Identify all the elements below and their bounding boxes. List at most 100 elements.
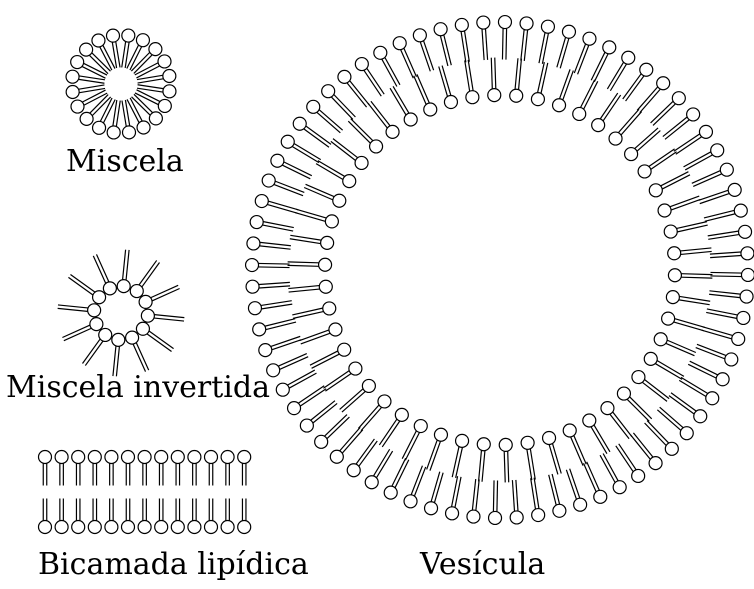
vesicle-outer-lipid: [510, 480, 523, 524]
lipid-tail: [331, 97, 352, 119]
lipid-tail: [581, 80, 595, 108]
bilayer-top-lipid: [55, 451, 68, 486]
lipid-head: [467, 510, 480, 523]
bilayer-top-lipid: [155, 451, 168, 486]
lipid-tail: [679, 380, 706, 396]
lipid-tail: [289, 373, 316, 388]
lipid-tail: [292, 308, 322, 315]
vesicle-inner-lipid: [295, 209, 338, 228]
lipid-tail: [259, 267, 290, 268]
lipid-head: [71, 100, 84, 113]
micelle-lipid: [107, 100, 120, 139]
vesicle-inner-lipid: [658, 196, 700, 217]
lipid-head: [711, 144, 724, 157]
lipid-tail: [688, 364, 716, 378]
lipid-tail: [635, 128, 658, 149]
lipid-tail: [122, 42, 126, 68]
lipid-tail: [455, 477, 461, 507]
micelle-label: Miscela: [66, 147, 184, 177]
lipid-tail: [306, 126, 331, 144]
vesicle-inner-lipid: [304, 184, 346, 207]
lipid-head: [573, 107, 586, 120]
vesicle-outer-lipid: [669, 393, 707, 423]
lipid-head: [456, 434, 469, 447]
lipid-tail: [79, 79, 105, 83]
vesicle-inner-lipid: [292, 302, 335, 318]
lipid-head: [325, 215, 338, 228]
lipid-tail: [289, 289, 320, 292]
lipid-tail: [600, 455, 615, 482]
lipid-tail: [519, 59, 522, 90]
lipid-tail: [260, 246, 291, 249]
lipid-head: [55, 451, 68, 464]
vesicle-outer-lipid: [467, 479, 480, 523]
vesicle-outer-lipid: [374, 46, 400, 86]
inverted-micelle-lipid: [117, 250, 130, 293]
lipid-head: [594, 490, 607, 503]
lipid-tail: [653, 104, 675, 125]
vesicle-outer-lipid: [631, 433, 662, 470]
inverted-micelle-lipid: [62, 318, 103, 341]
lipid-head: [93, 121, 106, 134]
lipid-head: [521, 436, 534, 449]
lipid-tail: [594, 54, 608, 82]
lipid-tail: [479, 451, 482, 482]
lipid-head: [322, 85, 335, 98]
lipid-head: [657, 77, 670, 90]
bilayer-top-lipid: [205, 451, 218, 486]
lipid-head: [123, 126, 136, 139]
vesicle-outer-lipid: [347, 439, 377, 477]
lipid-head: [583, 414, 596, 427]
vesicle-outer-lipid: [355, 58, 384, 97]
lipid-tail: [350, 81, 369, 105]
lipid-tail: [259, 286, 290, 288]
lipid-head: [66, 86, 79, 99]
vesicle: [246, 16, 754, 525]
lipid-tail: [512, 480, 514, 511]
lipid-tail: [259, 263, 290, 264]
bilayer-top-lipid: [88, 451, 101, 486]
vesicle-outer-lipid: [549, 474, 566, 517]
lipid-head: [105, 521, 118, 534]
lipid-tail: [392, 458, 406, 486]
lipid-head: [205, 451, 218, 464]
vesicle-outer-lipid: [704, 204, 747, 221]
lipid-head: [592, 119, 605, 132]
lipid-tail: [594, 425, 610, 452]
lipid-head: [281, 135, 294, 148]
vesicle-inner-lipid: [465, 60, 479, 104]
lipid-tail: [382, 421, 399, 447]
lipid-head: [255, 195, 268, 208]
lipid-tail: [504, 451, 505, 482]
lipid-head: [66, 70, 79, 83]
lipid-tail: [538, 62, 545, 92]
lipid-head: [489, 511, 502, 524]
lipid-head: [55, 521, 68, 534]
lipid-tail: [147, 334, 171, 352]
lipid-tail: [340, 427, 360, 450]
lipid-head: [644, 352, 657, 365]
lipid-tail: [674, 134, 700, 151]
bilayer-top-lipid: [238, 451, 251, 486]
lipid-tail: [155, 315, 185, 318]
lipid-tail: [452, 447, 459, 477]
lipid-tail: [347, 83, 366, 107]
lipid-head: [105, 451, 118, 464]
lipid-tail: [647, 421, 668, 443]
lipid-tail: [681, 277, 712, 278]
lipid-tail: [402, 431, 416, 459]
vesicle-outer-lipid: [293, 117, 331, 147]
lipid-tail: [674, 322, 704, 331]
lipid-head: [716, 373, 729, 386]
lipid-tail: [377, 451, 393, 478]
bilayer-top-lipid: [39, 451, 52, 486]
lipid-head: [288, 402, 301, 415]
lipid-tail: [390, 88, 406, 115]
lipid-tail: [263, 222, 293, 228]
lipid-head: [741, 247, 754, 260]
lipid-tail: [684, 152, 711, 167]
vesicle-inner-lipid: [521, 436, 535, 480]
vesicle-outer-lipid: [248, 301, 292, 315]
inverted-micelle-lipid: [139, 285, 180, 308]
inverted-micelle-lipid: [93, 254, 116, 295]
